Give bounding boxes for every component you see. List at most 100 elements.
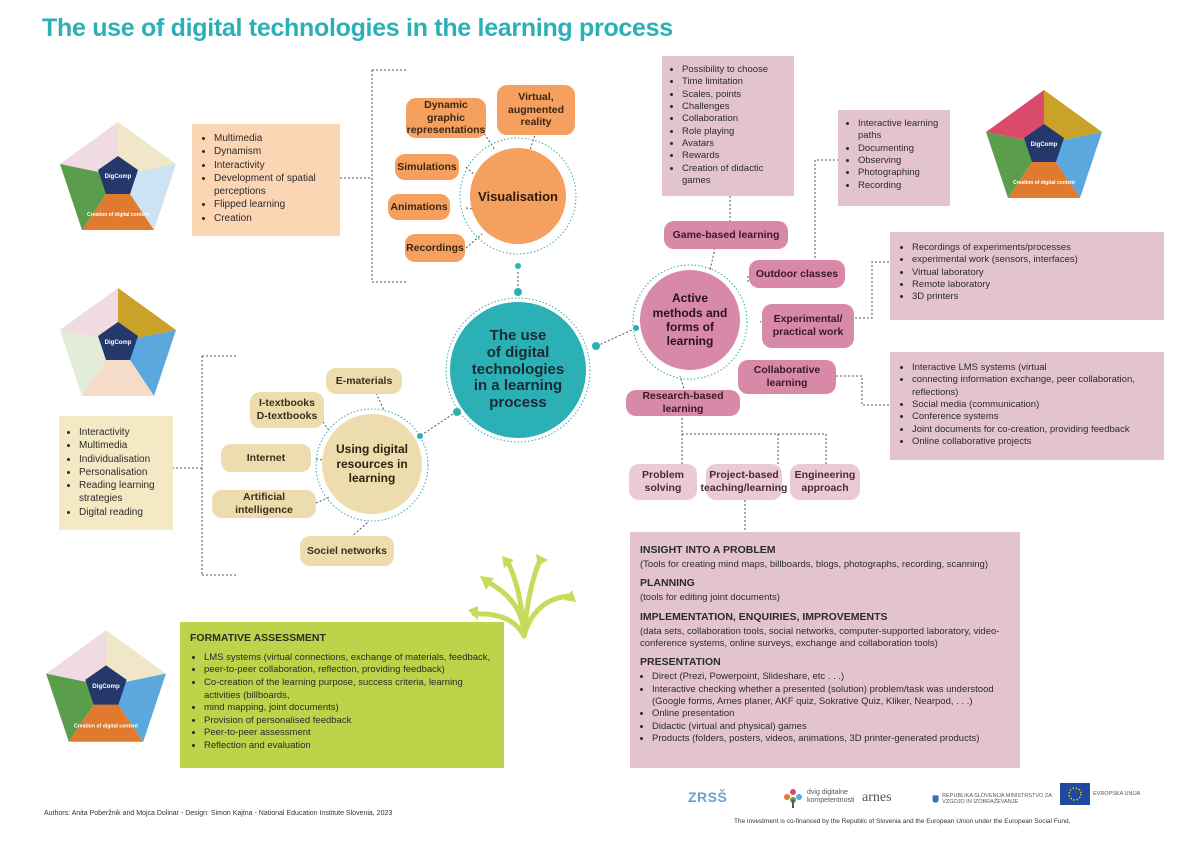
list-item: Rewards [682,150,788,162]
logo-zrss-text: ZRSŠ [688,789,728,805]
pill-problem-solving: Problem solving [629,464,697,500]
section-heading: INSIGHT INTO A PROBLEM [640,544,776,556]
digcomp-creation-label: Creation of digital content [87,212,149,218]
project-based-details-box: INSIGHT INTO A PROBLEM (Tools for creati… [630,532,1020,768]
coat-of-arms-icon [932,795,939,803]
list-item: Role playing [682,126,788,138]
list-item: Social media (communication) [912,399,1156,411]
list-item: LMS systems (virtual connections, exchan… [204,652,494,665]
digcomp-pentagon-3: DigComp Creation of digital content [44,628,168,744]
list-item: Multimedia [79,439,167,452]
pill-dynamic-graphic: Dynamic graphic representations [406,98,486,138]
tree-icon [784,789,802,808]
collaborative-features-box: Interactive LMS systems (virtual connect… [890,352,1164,460]
list-item: Joint documents for co-creation, providi… [912,424,1156,436]
list-item: Interactivity [214,159,332,172]
list-item: Recording [858,180,944,192]
logo-ministry: REPUBLIKA SLOVENIJA MINISTRSTVO ZA VZGOJ… [932,788,1054,810]
digcomp-label: DigComp [92,683,120,690]
list-item: Possibility to choose [682,64,788,76]
outdoor-features-box: Interactive learning paths Documenting O… [838,110,950,206]
list-item: Creation [214,212,332,225]
list-item: Digital reading [79,506,167,519]
list-item: Individualisation [79,453,167,466]
list-item: Reading learning strategies [79,479,167,506]
list-item: Interactive checking whether a presented… [652,684,1010,709]
list-item: Avatars [682,138,788,150]
logo-arnes-text: arnes [862,790,892,805]
eu-flag-icon [1060,783,1090,805]
arrows-icon [468,552,580,640]
list-item: Online presentation [652,708,1010,720]
pill-animations: Animations [388,194,450,220]
logo-arnes: arnes [862,786,924,810]
experimental-features-box: Recordings of experiments/processes expe… [890,232,1164,320]
pill-collaborative: Collaborative learning [738,360,836,394]
list-item: Scales, points [682,89,788,101]
section-text: (tools for editing joint documents) [640,592,780,604]
list-item: Virtual laboratory [912,267,1156,279]
center-line: process [489,394,547,412]
logo-eu: EVROPSKA UNIJA [1060,778,1150,810]
list-item: Provision of personalised feedback [204,715,494,728]
pill-virtual-reality: Virtual, augmented reality [497,85,575,135]
formative-heading: FORMATIVE ASSESSMENT [190,632,326,644]
list-item: Personalisation [79,466,167,479]
digcomp-label: DigComp [105,340,132,346]
authors-credit: Authors: Anita Poberžnik and Mojca Dolin… [44,810,393,817]
section-heading: IMPLEMENTATION, ENQUIRIES, IMPROVEMENTS [640,610,888,623]
list-item: Interactive learning paths [858,118,944,143]
list-item: Dynamism [214,145,332,158]
digcomp-pentagon-4: DigComp Creation of digital content [984,88,1104,200]
pill-e-materials: E-materials [326,368,402,394]
list-item: Reflection and evaluation [204,740,494,753]
list-item: Observing [858,155,944,167]
active-methods-node: Active methods and forms of learning [640,270,740,370]
pill-internet: Internet [221,444,311,472]
center-line: of digital [486,343,550,361]
resources-node: Using digital resources in learning [322,414,422,514]
list-item: Multimedia [214,132,332,145]
list-item: Remote laboratory [912,279,1156,291]
visualisation-features-box: Multimedia Dynamism Interactivity Develo… [192,124,340,236]
logo-dvig-text: dvig digitalne kompetentnosti [807,789,855,804]
logo-dvig: dvig digitalne kompetentnosti [782,784,864,810]
list-item: Direct (Prezi, Powerpoint, Slideshare, e… [652,671,1010,683]
center-line: The use [489,327,547,344]
list-item: Recordings of experiments/processes [912,242,1156,254]
list-item: Interactive LMS systems (virtual [912,362,1156,374]
list-item: Online collaborative projects [912,436,1156,448]
list-item: Peer-to-peer assessment [204,727,494,740]
pill-textbooks-line: D-textbooks [256,410,318,422]
formative-assessment-box: FORMATIVE ASSESSMENT LMS systems (virtua… [180,622,504,768]
list-item: Time limitation [682,76,788,88]
digcomp-label: DigComp [105,174,132,180]
pill-research-based: Research-based learning [626,390,740,416]
section-heading: PRESENTATION [640,656,721,669]
digcomp-pentagon-2: DigComp [58,286,178,398]
resources-features-box: Interactivity Multimedia Individualisati… [59,416,173,530]
list-item: Didactic (virtual and physical) games [652,721,1010,733]
pill-textbooks: I-textbooks D-textbooks [250,392,324,428]
center-line: in a learning [473,377,563,395]
list-item: Photographing [858,167,944,179]
pill-engineering: Engineering approach [790,464,860,500]
visualisation-node: Visualisation [470,148,566,244]
list-item: connecting information exchange, peer co… [912,374,1156,399]
list-item: Development of spatial perceptions [214,172,332,199]
logo-eu-text: EVROPSKA UNIJA [1093,790,1141,797]
center-node: The use of digital technologies in a lea… [450,302,586,438]
list-item: Interactivity [79,426,167,439]
list-item: Creation of didactic games [682,163,788,188]
pill-game-based: Game-based learning [664,221,788,249]
pill-social-networks: Sociel networks [300,536,394,566]
list-item: experimental work (sensors, interfaces) [912,254,1156,266]
list-item: Challenges [682,101,788,113]
logo-ministry-text: REPUBLIKA SLOVENIJA MINISTRSTVO ZA VZGOJ… [942,792,1052,805]
list-item: Products (folders, posters, videos, anim… [652,733,1010,745]
section-heading: PLANNING [640,577,695,590]
pill-simulations: Simulations [395,154,459,180]
page-title: The use of digital technologies in the l… [42,14,673,42]
center-line: technologies [471,360,565,378]
